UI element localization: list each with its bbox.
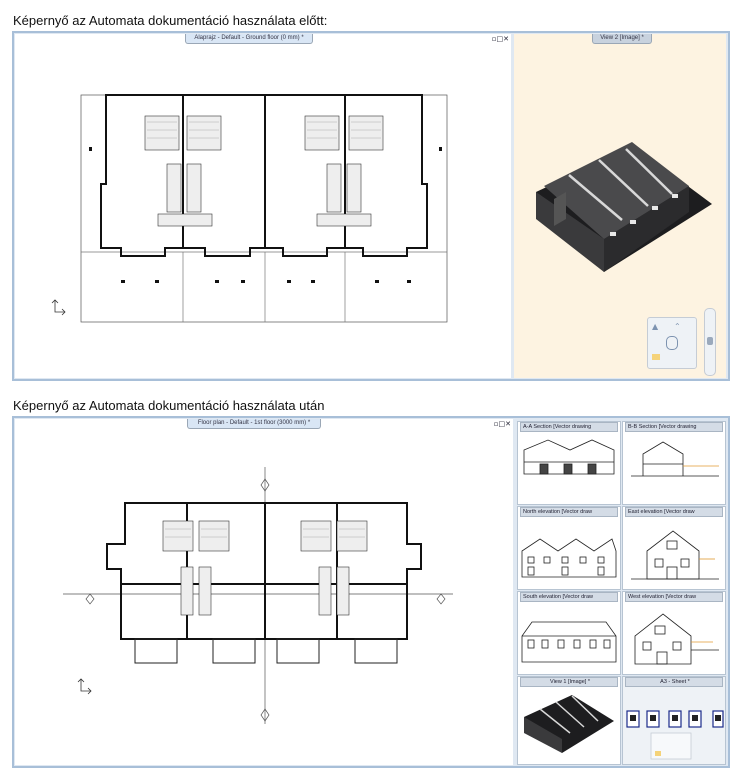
elevation-drawing-icon: [631, 530, 719, 580]
elevation-drawing-icon: [521, 621, 617, 663]
thumb-b-b-section[interactable]: B-B Section [Vector drawing: [622, 421, 726, 505]
bottom-floor-plan-pane[interactable]: Floor plan - Default - 1st floor (3000 m…: [15, 419, 513, 765]
zoom-slider[interactable]: [704, 308, 716, 376]
thumb-label[interactable]: A3 - Sheet *: [625, 677, 723, 687]
top-window-controls[interactable]: ▫□✕: [491, 35, 509, 43]
nav-up-arrow-icon[interactable]: ⌃: [674, 322, 681, 331]
thumb-south-elevation[interactable]: South elevation [Vector draw: [517, 591, 621, 675]
top-floor-plan-drawing: [51, 94, 448, 323]
caption-after: Képernyő az Automata dokumentáció haszná…: [13, 398, 325, 413]
zoom-slider-handle[interactable]: [707, 337, 713, 345]
top-plan-tab[interactable]: Alaprajz - Default - Ground floor (0 mm)…: [185, 34, 313, 44]
bottom-window-controls[interactable]: ▫□✕: [493, 420, 511, 428]
section-drawing-icon: [631, 441, 719, 477]
thumb-east-elevation[interactable]: East elevation [Vector draw: [622, 506, 726, 590]
bottom-screenshot: Floor plan - Default - 1st floor (3000 m…: [12, 416, 730, 768]
thumb-label[interactable]: View 1 [Image] *: [520, 677, 618, 687]
thumb-a-a-section[interactable]: A-A Section [Vector drawing: [517, 421, 621, 505]
elevation-drawing-icon: [521, 538, 617, 578]
thumb-west-elevation[interactable]: West elevation [Vector draw: [622, 591, 726, 675]
top-3d-view-pane[interactable]: View 2 [Image] * ▲ ⌃: [514, 34, 726, 378]
top-building-render: [536, 142, 712, 272]
top-screenshot: Alaprajz - Default - Ground floor (0 mm)…: [12, 31, 730, 381]
bottom-floor-plan-drawing: [63, 467, 453, 724]
thumb-label[interactable]: West elevation [Vector draw: [625, 592, 723, 602]
bottom-plan-tab[interactable]: Floor plan - Default - 1st floor (3000 m…: [187, 419, 321, 429]
thumb-label[interactable]: East elevation [Vector draw: [625, 507, 723, 517]
thumb-view-1-image[interactable]: View 1 [Image] *: [517, 676, 621, 765]
nav-camera-icon[interactable]: [652, 354, 660, 360]
top-floor-plan-pane[interactable]: Alaprajz - Default - Ground floor (0 mm)…: [15, 34, 511, 378]
top-view-tab[interactable]: View 2 [Image] *: [592, 34, 652, 44]
thumb-label[interactable]: South elevation [Vector draw: [520, 592, 618, 602]
section-drawing-icon: [523, 439, 615, 475]
nav-orbit-icon[interactable]: [666, 336, 678, 350]
sheet-layout-icon: [626, 710, 724, 760]
thumb-label[interactable]: A-A Section [Vector drawing: [520, 422, 618, 432]
navigation-widget[interactable]: ▲ ⌃: [647, 317, 697, 369]
caption-before: Képernyő az Automata dokumentáció haszná…: [13, 13, 328, 28]
thumb-label[interactable]: B-B Section [Vector drawing: [625, 422, 723, 432]
elevation-drawing-icon: [634, 613, 719, 665]
thumb-north-elevation[interactable]: North elevation [Vector draw: [517, 506, 621, 590]
thumbnail-panel: A-A Section [Vector drawing B-B Section …: [515, 419, 726, 765]
thumb-a3-sheet[interactable]: A3 - Sheet *: [622, 676, 726, 765]
building-render-icon: [524, 695, 614, 753]
nav-up-icon[interactable]: ▲: [652, 322, 659, 331]
thumb-label[interactable]: North elevation [Vector draw: [520, 507, 618, 517]
